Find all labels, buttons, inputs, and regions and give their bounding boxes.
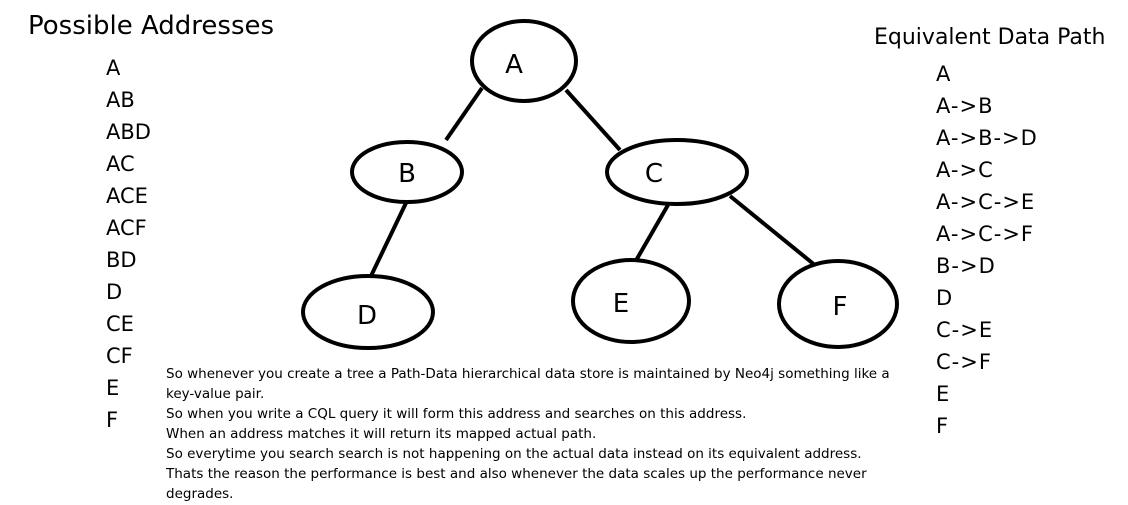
edge-a-c	[564, 88, 622, 152]
path-item: A->C	[936, 158, 994, 182]
edge-a-b	[444, 86, 484, 142]
address-item: D	[106, 280, 123, 304]
path-item: D	[936, 286, 954, 310]
description-paragraph: So whenever you create a tree a Path-Dat…	[166, 364, 916, 504]
node-a-label: A	[505, 50, 523, 80]
path-item: A->C->E	[936, 190, 1036, 214]
equivalent-data-path-title: Equivalent Data Path	[874, 25, 1106, 50]
edge-c-e	[632, 204, 670, 265]
description-line: When an address matches it will return i…	[166, 426, 597, 442]
node-e-label: E	[613, 289, 629, 319]
address-item: AB	[106, 88, 135, 112]
address-item: CE	[106, 312, 134, 336]
address-item: F	[106, 408, 119, 432]
node-b: B	[350, 140, 464, 204]
node-e: E	[571, 258, 691, 344]
description-line: So everytime you search search is not ha…	[166, 446, 862, 462]
address-item: AC	[106, 152, 135, 176]
path-item: B->D	[936, 254, 996, 278]
description-line: So whenever you create a tree a Path-Dat…	[166, 366, 890, 402]
node-f-label: F	[833, 292, 848, 322]
node-a: A	[470, 19, 578, 103]
equivalent-data-path-list: A A->B A->B->D A->C A->C->E A->C->F B->D…	[936, 58, 1038, 442]
address-item: ABD	[106, 120, 151, 144]
path-item: F	[936, 414, 950, 438]
path-item: C->E	[936, 318, 994, 342]
address-item: CF	[106, 344, 133, 368]
path-item: A->C->F	[936, 222, 1034, 246]
address-item: ACE	[106, 184, 148, 208]
address-item: BD	[106, 248, 137, 272]
description-line: So when you write a CQL query it will fo…	[166, 406, 747, 422]
path-item: A	[936, 62, 952, 86]
edge-b-d	[369, 202, 408, 277]
description-line: Thats the reason the performance is best…	[166, 466, 867, 502]
path-item: E	[936, 382, 951, 406]
node-d: D	[301, 274, 435, 350]
node-c: C	[605, 138, 749, 206]
path-item: A->B->D	[936, 126, 1038, 150]
node-f: F	[777, 259, 899, 349]
possible-addresses-list: A AB ABD AC ACE ACF BD D CE CF E F	[106, 52, 151, 436]
edge-c-f	[728, 194, 818, 268]
node-d-label: D	[357, 301, 377, 331]
node-b-label: B	[398, 159, 416, 189]
address-item: ACF	[106, 216, 147, 240]
path-item: C->F	[936, 350, 992, 374]
address-item: A	[106, 56, 121, 80]
node-c-label: C	[645, 159, 663, 189]
possible-addresses-title: Possible Addresses	[28, 11, 275, 41]
address-item: E	[106, 376, 120, 400]
path-item: A->B	[936, 94, 994, 118]
